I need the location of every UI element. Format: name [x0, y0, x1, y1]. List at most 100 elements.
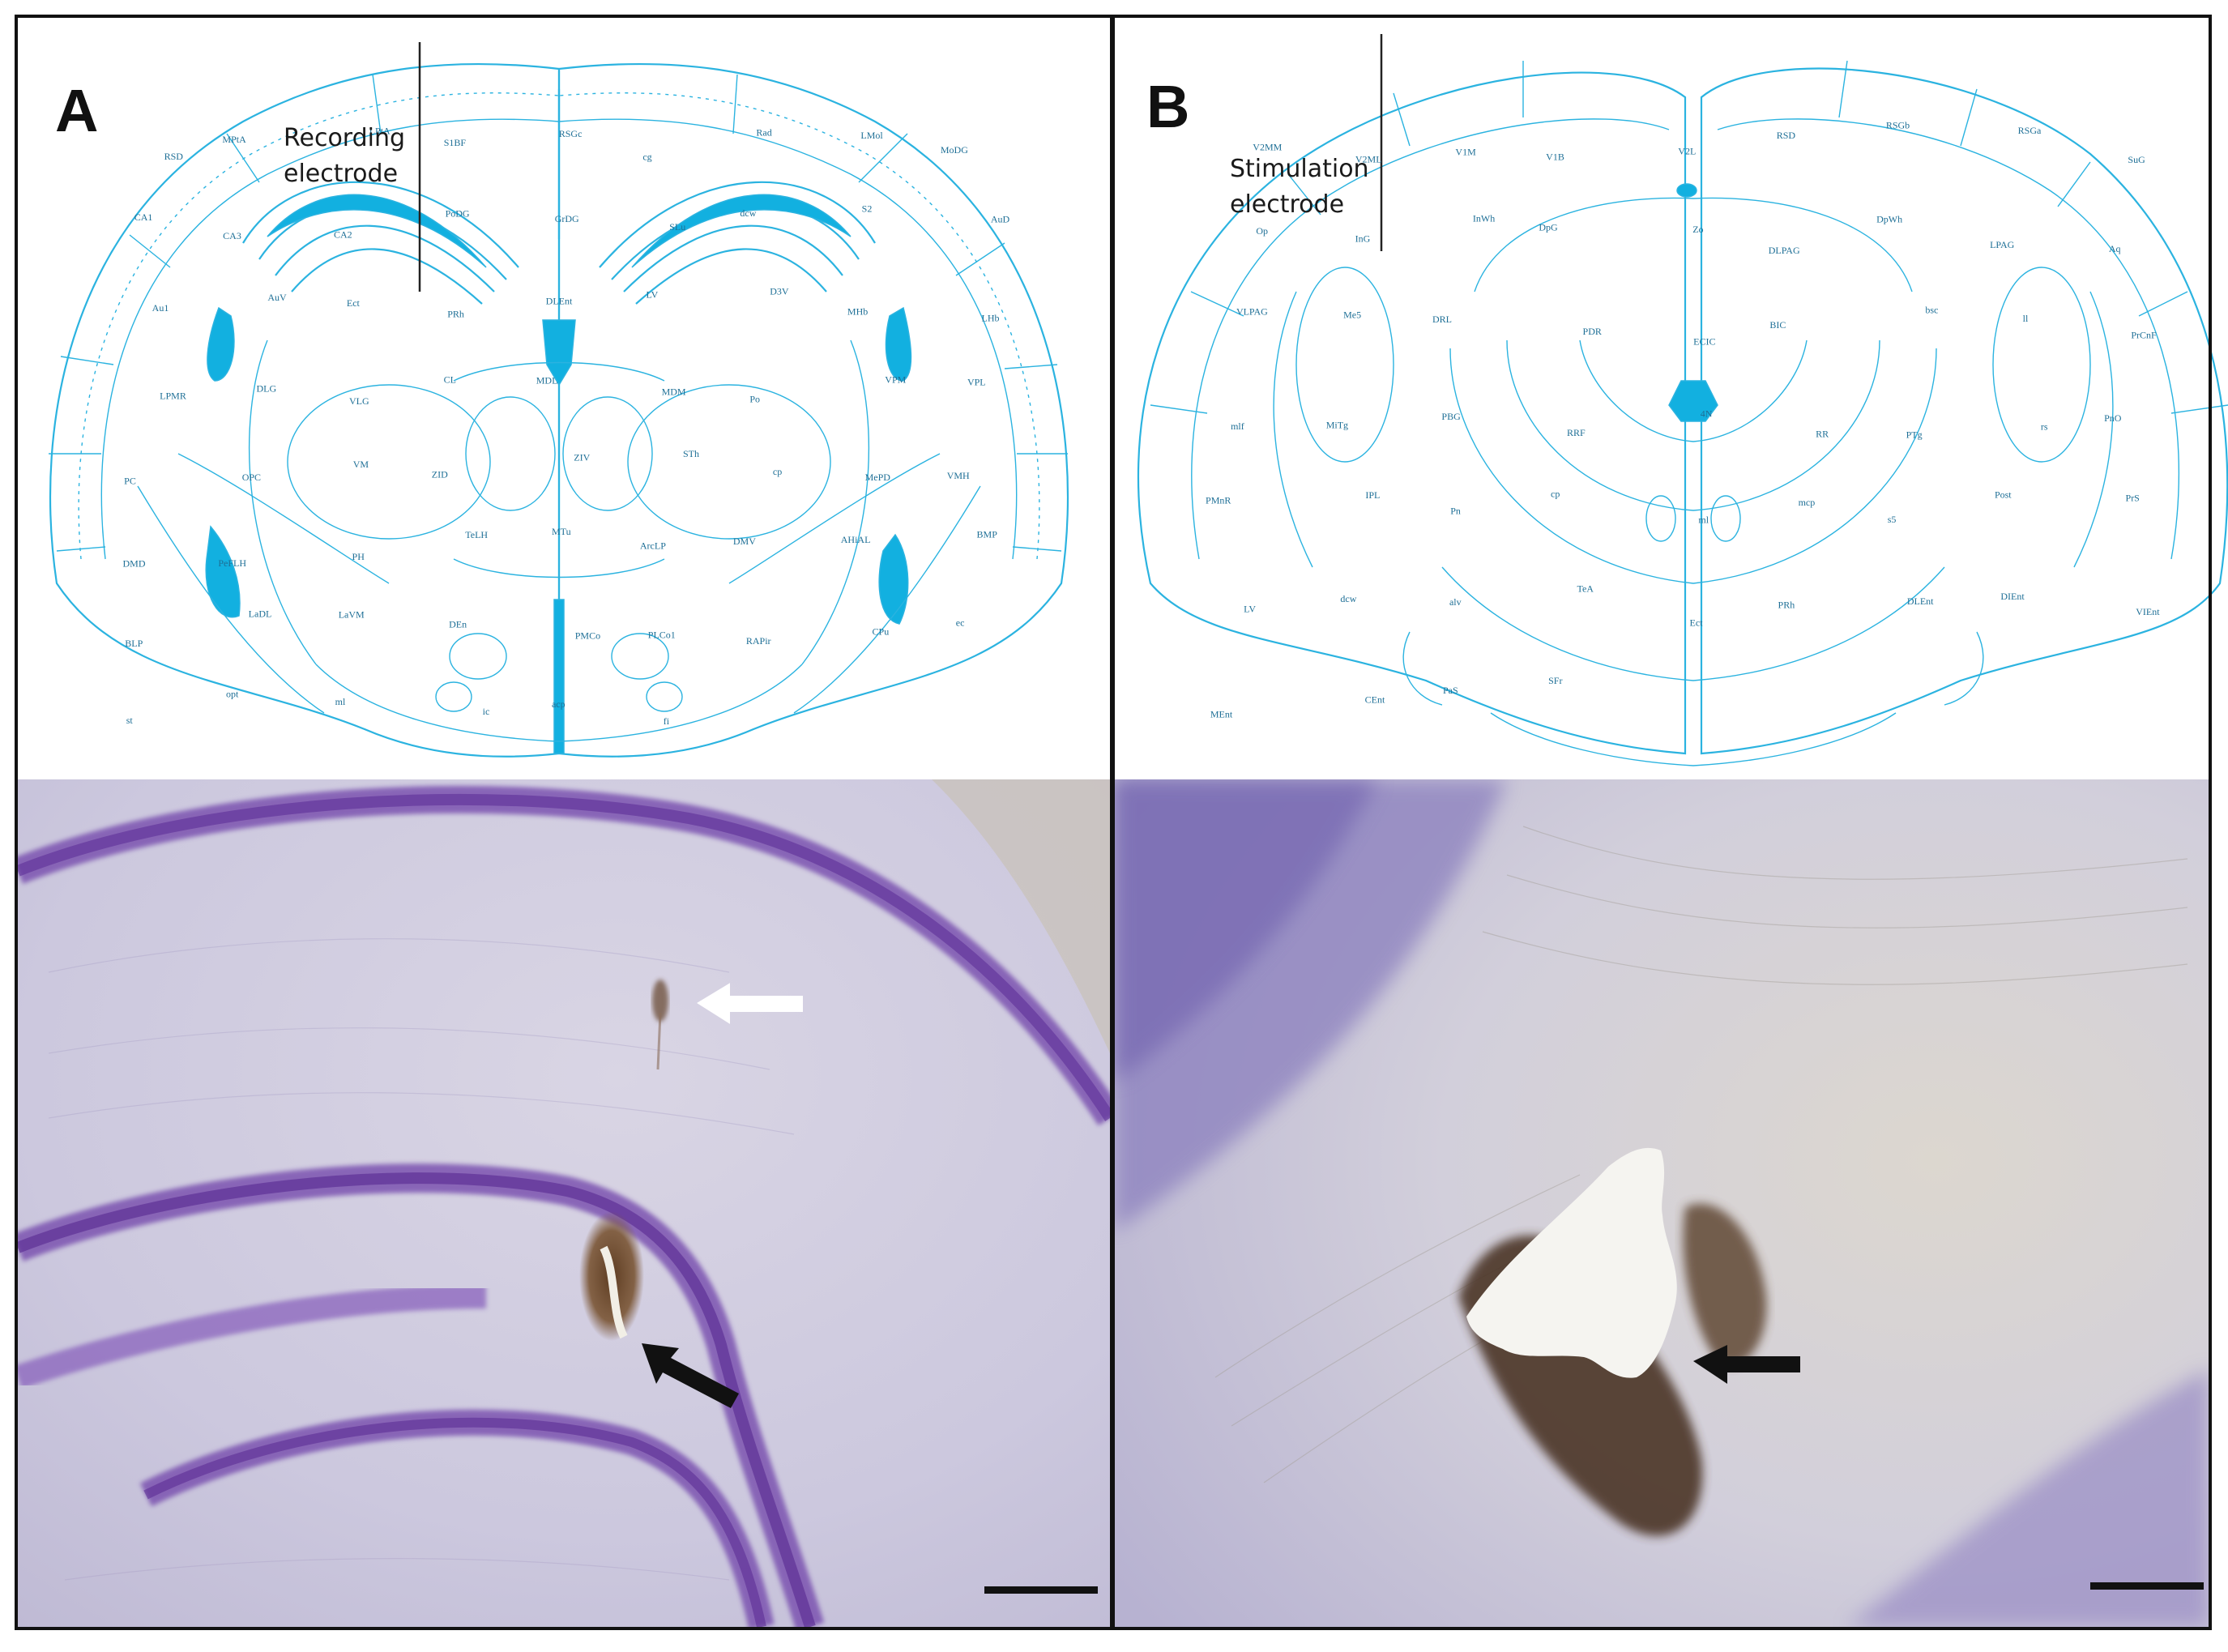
region-label: CEnt — [1365, 694, 1385, 706]
region-label: BIC — [1769, 319, 1786, 331]
region-label: VMH — [947, 470, 970, 481]
region-label: LaVM — [339, 608, 365, 620]
region-label: MHb — [847, 306, 868, 318]
region-label: V2ML — [1355, 154, 1382, 165]
stimulation-electrode-label-line1: Stimulation — [1230, 155, 1369, 183]
scale-bar-a — [984, 1586, 1098, 1594]
region-label: ml — [335, 696, 346, 707]
region-label: bsc — [1925, 305, 1938, 316]
region-label: PrS — [2126, 493, 2140, 504]
region-label: AuV — [267, 292, 287, 303]
recording-electrode-label-line2: electrode — [284, 160, 398, 188]
region-label: acp — [552, 698, 566, 710]
region-label: V2L — [1678, 146, 1696, 157]
scale-bar-b — [2090, 1582, 2204, 1590]
region-label: Ect — [1690, 617, 1704, 628]
region-label: DpWh — [1876, 213, 1902, 224]
region-label: DpG — [1539, 221, 1558, 233]
region-label: DLEnt — [1907, 595, 1934, 607]
recording-electrode-label-line1: Recording — [284, 124, 405, 152]
region-label: DEn — [449, 619, 467, 630]
region-label: SLu — [669, 221, 685, 233]
region-label: BLP — [125, 638, 143, 649]
stimulation-electrode-label-line2: electrode — [1230, 190, 1344, 219]
region-label: DRL — [1432, 314, 1452, 325]
region-label: PoDG — [446, 207, 470, 219]
region-label: VLPAG — [1236, 305, 1268, 317]
region-label: PMnR — [1206, 495, 1231, 506]
region-label: VM — [353, 459, 369, 470]
region-label: MoDG — [941, 144, 968, 156]
region-label: V1B — [1546, 152, 1564, 163]
region-label: VIEnt — [2136, 606, 2160, 617]
region-label: Aq — [2109, 243, 2121, 254]
region-label: PH — [352, 551, 365, 562]
region-label: Au1 — [152, 302, 169, 314]
region-label: PLCo1 — [648, 630, 676, 641]
region-label: DMV — [733, 536, 756, 547]
region-label: SFr — [1548, 675, 1562, 686]
region-label: TeA — [1577, 583, 1594, 595]
region-label: LV — [646, 289, 658, 301]
region-label: LPtA — [369, 126, 391, 137]
region-label: V2MM — [1253, 142, 1282, 153]
region-label: dcw — [740, 207, 756, 219]
region-label: dcw — [1340, 593, 1356, 604]
region-label: RR — [1816, 428, 1829, 439]
region-label: opt — [226, 689, 239, 700]
region-label: PnO — [2104, 412, 2122, 424]
region-label: CPu — [873, 626, 890, 638]
region-label: PBG — [1441, 411, 1461, 422]
region-label: cp — [1551, 488, 1560, 499]
region-label: Post — [1995, 489, 2012, 500]
panel-b-micrograph — [1114, 779, 2209, 1627]
region-label: ml — [1698, 514, 1709, 525]
region-label: DLEnt — [546, 296, 573, 307]
panel-letter-b: B — [1146, 73, 1189, 140]
region-label: OPC — [242, 472, 261, 483]
region-label: fi — [664, 715, 670, 727]
region-label: LHb — [982, 313, 1000, 324]
region-label: VLG — [349, 395, 369, 407]
panel-a-micrograph — [18, 779, 1110, 1627]
black-arrow-b — [1693, 1345, 1800, 1384]
region-label: s5 — [1888, 514, 1897, 525]
region-label: GrDG — [555, 213, 579, 224]
region-label: STh — [683, 448, 699, 459]
region-label: CL — [444, 374, 456, 385]
region-label: ArcLP — [640, 540, 666, 552]
region-label: Me5 — [1343, 309, 1361, 321]
region-label: S2 — [862, 203, 873, 215]
region-label: ZID — [432, 469, 448, 480]
region-label: PrCnF — [2131, 329, 2157, 340]
region-label: DMD — [122, 558, 145, 570]
region-label: D3V — [770, 285, 789, 297]
region-label: alv — [1449, 596, 1462, 608]
region-label: VPL — [967, 377, 986, 388]
region-label: PMCo — [575, 630, 600, 641]
region-label: DLG — [256, 383, 276, 395]
region-label: SuG — [2128, 154, 2145, 165]
region-label: LPAG — [1990, 239, 2015, 250]
panel-letter-a: A — [55, 77, 98, 144]
region-label: Pn — [1450, 505, 1461, 516]
region-label: AuD — [991, 214, 1010, 225]
region-label: 4N — [1701, 408, 1713, 420]
region-label: MPtA — [222, 134, 246, 145]
region-label: CA3 — [223, 230, 241, 241]
region-label: S1BF — [444, 137, 467, 148]
region-label: InG — [1355, 233, 1371, 245]
region-label: ec — [956, 617, 965, 628]
region-label: mlf — [1231, 420, 1244, 432]
region-label: DLPAG — [1769, 245, 1800, 256]
region-label: PDR — [1583, 326, 1602, 337]
region-label: rs — [2041, 421, 2048, 433]
region-label: RSD — [164, 151, 184, 162]
region-label: RSD — [1777, 130, 1796, 141]
region-label: InWh — [1473, 213, 1495, 224]
region-label: MePD — [865, 472, 891, 483]
region-label: PTg — [1906, 429, 1923, 441]
